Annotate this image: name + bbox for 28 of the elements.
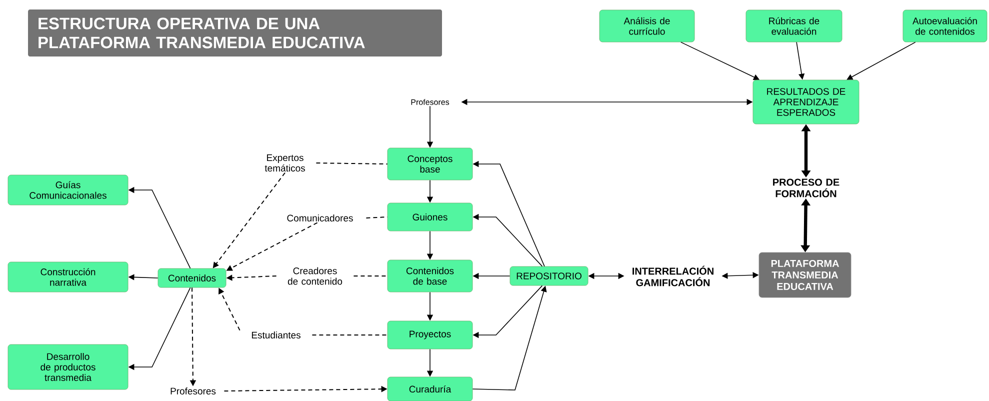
process-box: Autoevaluación de contenidos	[902, 10, 988, 42]
connector-line	[366, 216, 388, 218]
connector-line	[316, 162, 388, 164]
process-box: Proyectos	[387, 320, 473, 350]
process-box: RESULTADOS DE APRENDIZAJE ESPERADOS	[752, 80, 860, 124]
process-box: Guías Comunicacionales	[8, 174, 128, 206]
process-box: Desarrollo de productos transmedia	[8, 344, 128, 390]
process-box: Construcción narrativa	[8, 262, 128, 292]
process-box: REPOSITORIO	[510, 266, 588, 286]
actor-label: Comunicadores	[287, 214, 353, 222]
arrow	[846, 42, 916, 80]
connector-line	[312, 334, 388, 336]
actor-label: Profesores	[411, 99, 450, 105]
actor-label: Expertos temáticos	[264, 154, 305, 172]
process-box: Rúbricas de evaluación	[746, 10, 842, 42]
process-box: Conceptos base	[387, 148, 473, 180]
process-box: Guiones	[387, 202, 473, 232]
title-banner: ESTRUCTURA OPERATIVA DE UNA PLATAFORMA TRANSMEDIA EDUCATIVA	[28, 10, 442, 56]
platform-box: PLATAFORMA TRANSMEDIA EDUCATIVA	[758, 252, 852, 298]
process-box: Contenidos de base	[387, 260, 473, 292]
process-box: Curaduría	[387, 376, 473, 401]
actor-label: Creadores de contenido	[288, 267, 342, 285]
process-box: Contenidos	[158, 268, 226, 288]
actor-label: Estudiantes	[252, 332, 300, 338]
stage-label: INTERRELACIÓN GAMIFICACIÓN	[632, 266, 714, 286]
stage-label: PROCESO DE FORMACIÓN	[773, 178, 840, 198]
process-box: Análisis de currículo	[599, 10, 695, 42]
actor-label: Profesores	[170, 388, 216, 394]
